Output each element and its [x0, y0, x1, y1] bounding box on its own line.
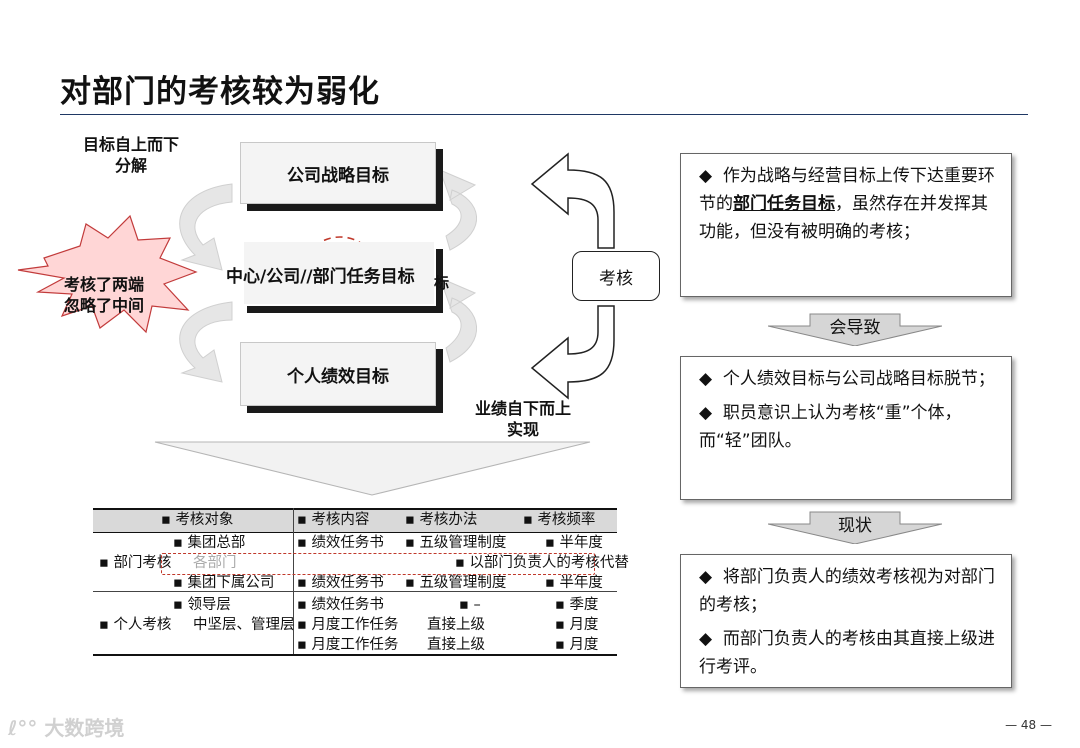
curved-arrow-up: [530, 152, 615, 249]
top-down-note: 目标自上而下 分解: [66, 134, 196, 176]
table-cell: ▪ 半年度: [545, 535, 603, 551]
arrow-status: [768, 511, 942, 544]
conclusion-box-2: ◆ 个人绩效目标与公司战略目标脱节； ◆ 职员意识上认为考核“重”个体，而“轻”…: [680, 356, 1012, 500]
conclusion-box-3: ◆ 将部门负责人的绩效考核视为对部门的考核； ◆ 而部门负责人的考核由其直接上级…: [680, 554, 1012, 688]
left-cycle-arrow-2: [179, 301, 233, 383]
table-header-row: [93, 508, 617, 532]
table-cell: ▪ 五级管理制度: [405, 535, 507, 551]
page-number: — 48 —: [1005, 718, 1052, 732]
table-cell: ▪ –: [459, 597, 481, 613]
watermark-text: 大数跨境: [44, 716, 125, 740]
table-row: 各部门: [193, 555, 237, 571]
right-cycle-arrow-2: [439, 277, 478, 363]
box3-item2: 而部门负责人的考核由其直接上级进行考评。: [699, 629, 995, 677]
right-cycle-arrow-1: [439, 169, 478, 251]
top-note-line2: 分解: [114, 156, 147, 175]
watermark: ℓ°° 大数跨境: [8, 712, 124, 741]
table-row: ▪ 领导层: [173, 597, 231, 613]
bullet-icon: ◆: [699, 369, 713, 389]
assessment-table: ▪ 考核对象 ▪ 考核内容 ▪ 考核办法 ▪ 考核频率 ▪ 部门考核 ▪ 集团总…: [93, 508, 629, 658]
table-cell: ▪ 月度工作任务: [297, 617, 399, 633]
table-cell: 直接上级: [427, 637, 485, 653]
table-cell: ▪ 以部门负责人的考核代替: [455, 555, 629, 571]
table-cell: ▪ 季度: [555, 597, 599, 613]
table-row: ▪ 集团总部: [173, 535, 246, 551]
table-cell: ▪ 月度工作任务: [297, 637, 399, 653]
table-cell: 直接上级: [427, 617, 485, 633]
table-cell: ▪ 绩效任务书: [297, 597, 384, 613]
assessment-box: 考核: [572, 251, 660, 301]
table-cell: ▪ 月度: [555, 617, 599, 633]
top-note-line1: 目标自上而下: [82, 135, 179, 154]
arrow-leads-to-label: 会导致: [829, 318, 881, 338]
cycle-diagram: [17, 152, 615, 496]
burst-line1: 考核了两端: [63, 275, 144, 294]
conclusion-box-1: ◆ 作为战略与经营目标上传下达重要环节的部门任务目标，虽然存在并发挥其功能，但没…: [680, 153, 1012, 297]
box1-suffix: ，虽然存在并发挥其功能，但没有被明确的考核；: [699, 194, 988, 242]
watermark-logo-icon: ℓ°°: [8, 716, 38, 740]
section-rule: [93, 591, 617, 592]
column-divider: [293, 508, 294, 654]
title-divider: [60, 114, 1028, 115]
burst-text: 考核了两端 忽略了中间: [44, 274, 164, 316]
bottom-rule: [93, 654, 617, 656]
burst-line2: 忽略了中间: [63, 296, 144, 315]
page-title: 对部门的考核较为弱化: [60, 74, 380, 110]
table-cell: ▪ 五级管理制度: [405, 575, 507, 591]
bottom-note-line2: 实现: [506, 420, 539, 439]
goal-department-overflow: 标: [434, 274, 450, 292]
box2-item2: 职员意识上认为考核“重”个体，而“轻”团队。: [699, 403, 962, 451]
curved-arrow-down: [530, 305, 615, 400]
bullet-icon: ◆: [699, 629, 713, 649]
box1-emphasis: 部门任务目标: [733, 194, 835, 214]
table-cell: ▪ 绩效任务书: [297, 575, 384, 591]
table-header-cell: ▪ 考核频率: [523, 512, 596, 528]
table-header-cell: ▪ 考核对象: [161, 512, 234, 528]
bullet-icon: ◆: [699, 567, 713, 587]
table-group-label: ▪ 个人考核: [99, 617, 172, 633]
header-rule: [93, 532, 617, 533]
table-cell: ▪ 绩效任务书: [297, 535, 384, 551]
table-group-label: ▪ 部门考核: [99, 555, 172, 571]
dashed-highlight-row: [161, 553, 595, 575]
goal-company-strategy: 公司战略目标: [240, 142, 436, 204]
bottom-up-note: 业绩自下而上 实现: [458, 398, 588, 440]
bullet-icon: ◆: [699, 403, 713, 423]
table-cell: ▪ 半年度: [545, 575, 603, 591]
table-row: ▪ 集团下属公司: [173, 575, 275, 591]
table-row: 中坚层、管理层: [193, 617, 295, 633]
table-cell: ▪ 月度: [555, 637, 599, 653]
arrow-status-label: 现状: [838, 516, 872, 536]
down-arrow: [154, 441, 591, 496]
box1-prefix: 作为战略与经营目标上传下达重要环节的: [699, 166, 995, 214]
box3-item1: 将部门负责人的绩效考核视为对部门的考核；: [699, 567, 995, 615]
table-header-cell: ▪ 考核内容: [297, 512, 370, 528]
starburst-callout: [17, 214, 198, 334]
goal-personal-performance: 个人绩效目标: [240, 342, 436, 406]
table-header-cell: ▪ 考核办法: [405, 512, 478, 528]
box2-item1: 个人绩效目标与公司战略目标脱节；: [722, 369, 995, 389]
bottom-note-line1: 业绩自下而上: [474, 399, 571, 418]
goal-department-bg: [244, 242, 434, 304]
left-cycle-arrow-1: [179, 183, 233, 271]
bullet-icon: ◆: [699, 166, 713, 186]
goal-department-label: 中心/公司//部门任务目标: [226, 267, 415, 287]
arrow-leads-to: [768, 313, 942, 346]
